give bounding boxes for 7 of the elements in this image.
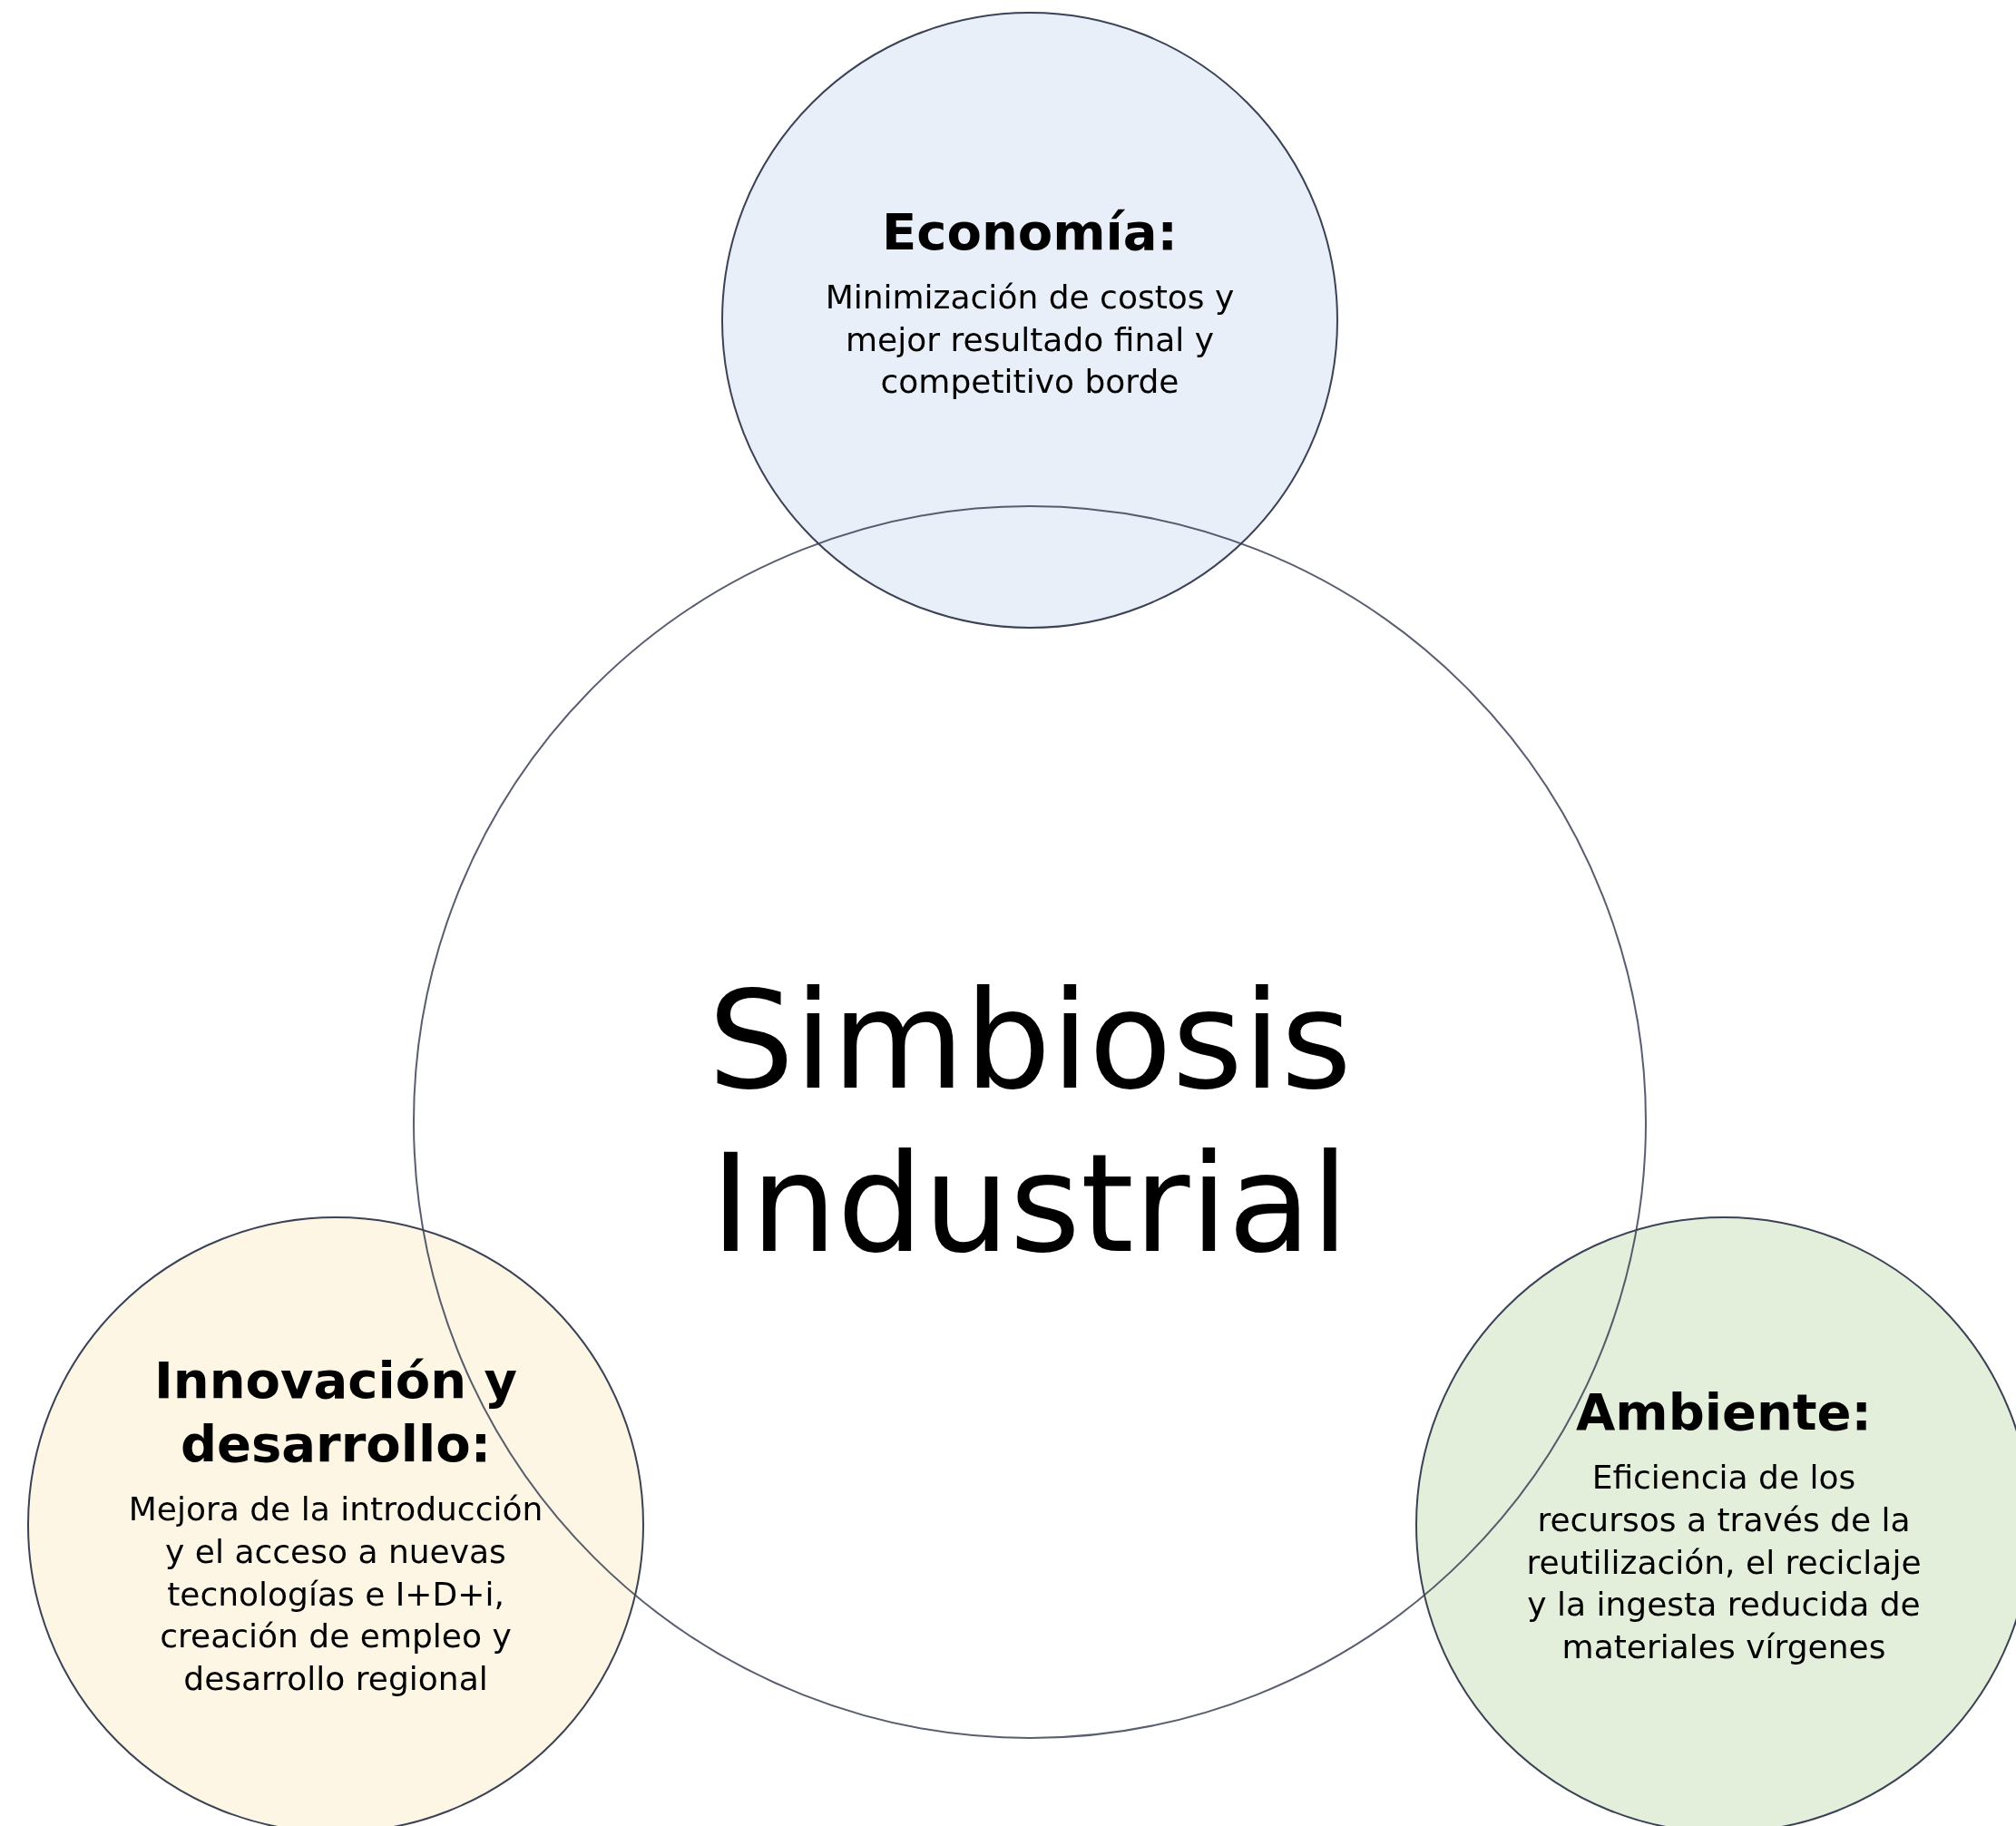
- center-title: Simbiosis Industrial: [707, 961, 1353, 1284]
- circle-description: Minimización de costos y mejor resultado final y competitivo borde: [824, 277, 1236, 403]
- circle-heading: Innovación y desarrollo:: [152, 1350, 519, 1475]
- circle-description: Eficiencia de los recursos a través de la reutilización, el reciclaje y la ingesta reducida de materiales vírgenes: [1525, 1458, 1923, 1668]
- circle-description: Mejora de la introducción y el acceso a nuevas tecnologías e I+D+i, creación de empleo y desarrollo regional: [127, 1489, 544, 1700]
- circle-heading: Economía:: [882, 200, 1178, 263]
- circle-heading: Ambiente:: [1576, 1382, 1872, 1443]
